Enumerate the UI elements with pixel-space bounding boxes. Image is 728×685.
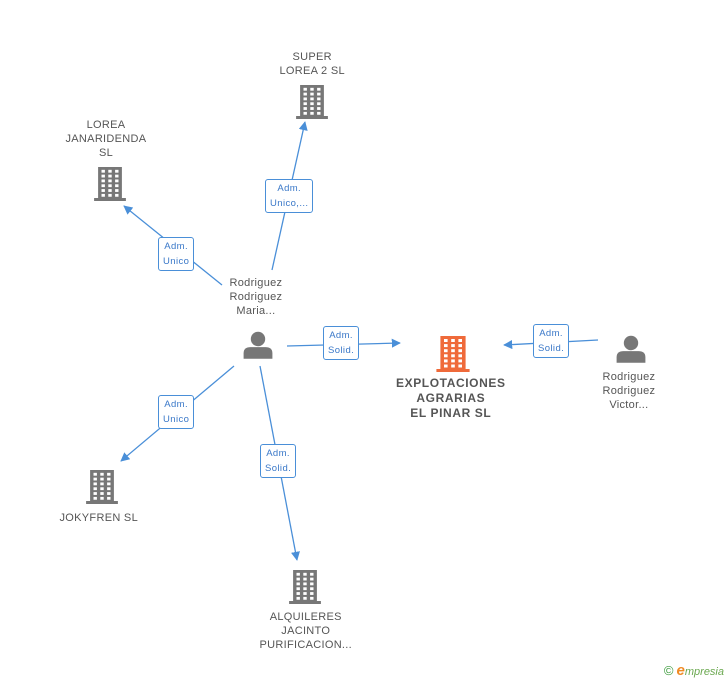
building-icon[interactable] — [94, 167, 126, 201]
edge-label-rodmaria-to-explot[interactable]: Adm. Solid. — [323, 326, 360, 360]
edge-label-line: Adm. — [329, 330, 353, 341]
node-label-line: LOREA — [86, 119, 126, 131]
node-label-super[interactable]: SUPER LOREA 2 SL — [280, 50, 345, 78]
node-label-line: EL PINAR SL — [410, 406, 492, 420]
node-label-line: AGRARIAS — [416, 391, 486, 405]
node-label-line: Rodriguez — [602, 385, 656, 397]
node-label-line: SUPER — [292, 51, 332, 63]
edge-label-rodmaria-to-jokyfren[interactable]: Adm. Unico — [158, 395, 195, 429]
edge-label-rodvictor-to-explot[interactable]: Adm. Solid. — [533, 324, 570, 358]
edge-label-line: Adm. — [164, 241, 189, 252]
node-label-lorea[interactable]: LOREA JANARIDENDA SL — [66, 118, 147, 160]
person-icon[interactable] — [243, 331, 273, 359]
brand-logo-name: mpresia — [684, 666, 724, 678]
edge-label-line: Adm. — [164, 399, 189, 410]
node-label-line: Maria... — [236, 305, 276, 317]
edge-label-rodmaria-to-alquileres[interactable]: Adm. Solid. — [260, 444, 297, 478]
node-label-alquileres[interactable]: ALQUILERES JACINTO PURIFICACION... — [260, 610, 353, 652]
copyright-symbol: © — [663, 663, 674, 678]
node-label-line: ALQUILERES — [269, 611, 342, 623]
building-icon[interactable] — [289, 570, 321, 604]
node-label-line: LOREA 2 SL — [279, 65, 345, 77]
brand-footer: © empresia — [664, 662, 724, 679]
node-label-line: JACINTO — [281, 625, 331, 637]
edge-label-line: Solid. — [538, 343, 565, 354]
node-label-line: Victor... — [609, 399, 649, 411]
edge-label-line: Solid. — [328, 345, 355, 356]
node-label-jokyfren[interactable]: JOKYFREN SL — [60, 511, 139, 525]
node-label-line: SL — [98, 147, 113, 159]
edge-label-line: Adm. — [277, 183, 302, 194]
edge-label-line: Unico — [163, 414, 190, 425]
edge-label-rodmaria-to-lorea[interactable]: Adm. Unico — [158, 237, 195, 271]
edge-label-line: Unico,... — [270, 198, 309, 209]
node-label-line: JOKYFREN SL — [59, 512, 138, 524]
edge-label-line: Unico — [163, 256, 190, 267]
node-label-line: EXPLOTACIONES — [396, 376, 506, 390]
node-label-line: Rodriguez — [602, 371, 656, 383]
building-icon[interactable] — [86, 470, 118, 504]
brand-logo-initial: e — [676, 662, 685, 679]
edge-label-line: Adm. — [539, 328, 563, 339]
edge-label-line: Solid. — [265, 463, 292, 474]
edge-label-line: Adm. — [266, 448, 290, 459]
building-icon[interactable] — [296, 85, 328, 119]
edge-label-rodmaria-to-super[interactable]: Adm. Unico,... — [265, 179, 314, 213]
node-label-line: Rodriguez — [229, 277, 283, 289]
building-icon[interactable] — [436, 336, 470, 372]
node-label-line: PURIFICACION... — [259, 639, 353, 651]
node-label-line: Rodriguez — [229, 291, 283, 303]
person-icon[interactable] — [616, 335, 646, 363]
node-label-line: JANARIDENDA — [65, 133, 147, 145]
